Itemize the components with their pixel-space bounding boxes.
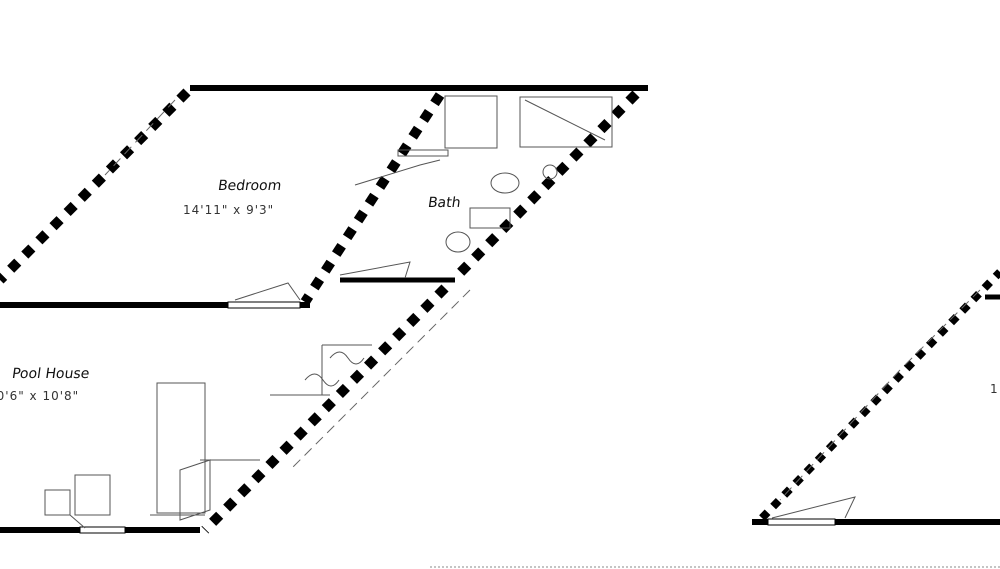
room-label-bath: Bath [426,195,462,211]
room-dimensions-pool-house: 10'6" x 10'8" [0,389,80,403]
bath-toilet-2 [445,231,471,253]
right-door-swing [771,496,856,519]
windows [104,99,981,501]
bath-door-swing [339,261,411,279]
room-dimensions-partial: 1 [990,382,999,396]
walls [0,85,1000,534]
bath-right-wall [451,90,640,282]
shower [519,96,613,148]
pool-house-counter [156,382,206,514]
bedroom-door-opening [227,301,301,309]
pool-house-door-swing [69,514,86,529]
right-door-opening [767,518,836,526]
bedroom-left-wall [0,88,191,284]
room-label-bedroom: Bedroom [216,178,283,194]
bath-vanity [444,95,498,149]
bedroom-bath-wall [300,92,445,305]
room-dimensions-bedroom: 14'11" x 9'3" [183,203,275,217]
bedroom-closet-door [354,159,441,186]
pool-house-right-wall [201,284,449,534]
door-swings [69,159,856,529]
pool-house-kitchen [150,459,260,521]
fixtures [44,95,613,521]
pool-house-door-opening [79,526,126,534]
pool-house-stairs [270,344,372,396]
bedroom-door-swing [234,282,301,301]
pool-house-appliance [74,474,111,516]
room-label-pool-house: Pool House [10,366,91,382]
toilet [490,172,520,194]
sink [542,164,558,180]
